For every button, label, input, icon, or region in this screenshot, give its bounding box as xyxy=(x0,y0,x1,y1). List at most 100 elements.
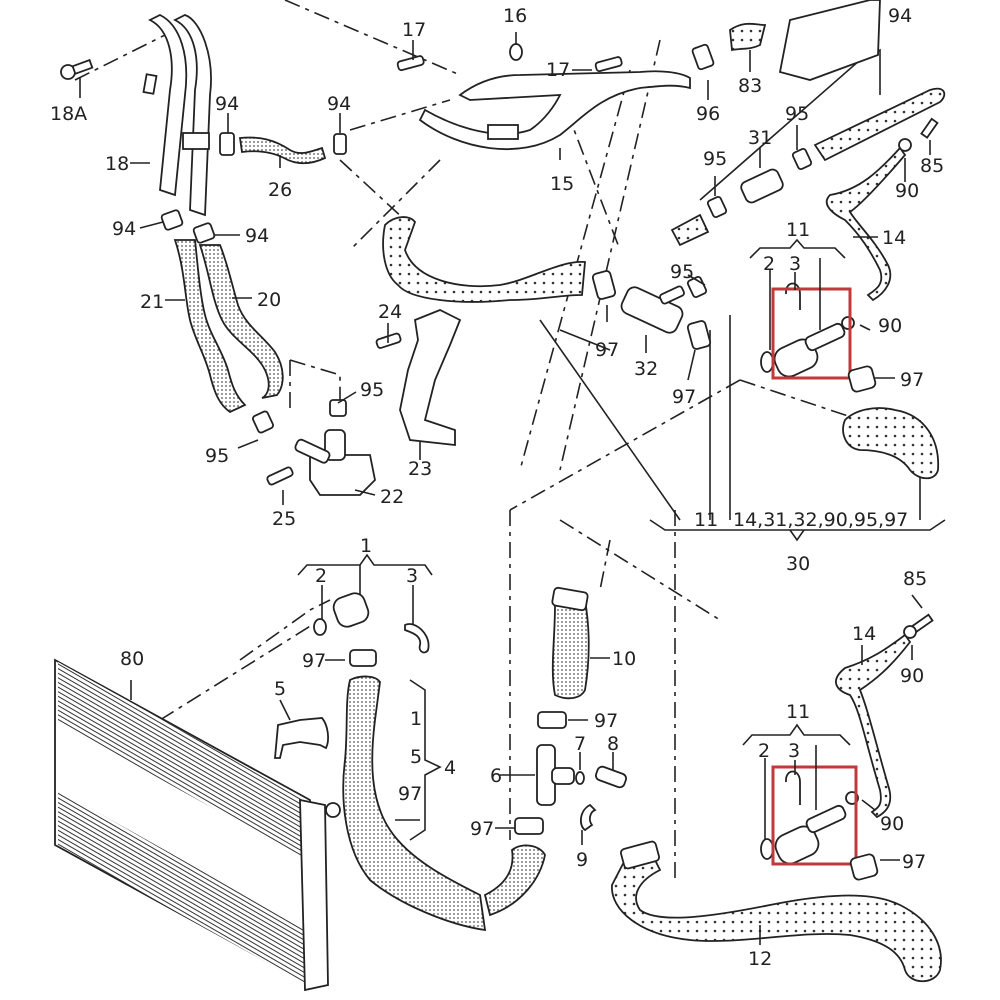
highlight-box-upper xyxy=(771,287,852,380)
callout-11: 11 xyxy=(694,509,718,531)
stub-pipe[interactable] xyxy=(182,132,210,150)
callout-9: 9 xyxy=(576,849,588,871)
callout-leaders xyxy=(79,32,931,945)
pipe-18[interactable] xyxy=(142,13,212,217)
hose-12[interactable] xyxy=(611,840,942,983)
callout-94: 94 xyxy=(245,225,269,247)
callout-97: 97 xyxy=(594,710,618,732)
callout-16: 16 xyxy=(503,5,527,27)
hose-4[interactable] xyxy=(342,675,487,932)
hose-14[interactable] xyxy=(825,146,912,819)
callout-14: 14 xyxy=(852,623,876,645)
t-connector-32[interactable] xyxy=(619,285,685,336)
callout-3: 3 xyxy=(406,565,418,587)
callout-22: 22 xyxy=(380,486,404,508)
callout-12: 12 xyxy=(748,948,772,970)
callout-94: 94 xyxy=(327,93,351,115)
callout-95: 95 xyxy=(360,379,384,401)
callout-2: 2 xyxy=(758,740,770,762)
callout-1: 1 xyxy=(360,535,372,557)
clamp-94-set[interactable] xyxy=(160,132,347,244)
callout-3: 3 xyxy=(788,740,800,762)
callout-3: 3 xyxy=(789,253,801,275)
hose-21[interactable] xyxy=(173,239,247,414)
hose-83[interactable] xyxy=(729,22,767,52)
hose-upper-center[interactable] xyxy=(382,216,586,303)
callout-11: 11 xyxy=(786,701,810,723)
callout-1: 1 xyxy=(410,708,422,730)
callout-4: 4 xyxy=(444,757,456,779)
callout-90: 90 xyxy=(900,665,924,687)
callout-21: 21 xyxy=(140,291,164,313)
callout-95: 95 xyxy=(205,445,229,467)
callout-2: 2 xyxy=(315,565,327,587)
callout-85: 85 xyxy=(903,568,927,590)
callout-25: 25 xyxy=(272,508,296,530)
callout-17: 17 xyxy=(546,59,570,81)
hose-20[interactable] xyxy=(198,244,284,399)
clamp-97-center[interactable] xyxy=(591,270,712,350)
sensor-8[interactable] xyxy=(595,765,628,789)
callout-14: 14 xyxy=(882,227,906,249)
screw-85[interactable] xyxy=(910,117,939,634)
clamp-97-left[interactable] xyxy=(349,649,567,835)
callout-8: 8 xyxy=(607,733,619,755)
callout-7: 7 xyxy=(574,733,586,755)
callout-90: 90 xyxy=(880,813,904,835)
callout-95: 95 xyxy=(703,148,727,170)
callout-17: 17 xyxy=(402,19,426,41)
fitting-96[interactable] xyxy=(691,43,715,71)
clamp-97-right-upper[interactable] xyxy=(847,365,877,393)
hose-lower-center[interactable] xyxy=(483,844,546,917)
bracket-23[interactable] xyxy=(399,309,462,447)
callout-10: 10 xyxy=(612,648,636,670)
valve-31[interactable] xyxy=(739,168,785,205)
callout-97: 97 xyxy=(398,783,422,805)
callout-26: 26 xyxy=(268,179,292,201)
hose-26[interactable] xyxy=(238,136,327,165)
callout-5: 5 xyxy=(274,678,286,700)
callout-11: 11 xyxy=(786,219,810,241)
clamp-97-right-lower[interactable] xyxy=(849,853,879,881)
callout-31: 31 xyxy=(748,127,772,149)
hose-10[interactable] xyxy=(551,586,590,700)
water-pump-22[interactable] xyxy=(294,429,376,496)
callout-18: 18 xyxy=(105,153,129,175)
hose-short-right[interactable] xyxy=(670,213,710,247)
callout-30: 30 xyxy=(786,553,810,575)
callout-94: 94 xyxy=(215,93,239,115)
callout-95: 95 xyxy=(785,103,809,125)
o-ring-7[interactable] xyxy=(575,771,585,785)
hose-right-upper[interactable] xyxy=(842,407,939,480)
bolt-25[interactable] xyxy=(266,466,294,486)
callout-80: 80 xyxy=(120,648,144,670)
pipe-15[interactable] xyxy=(418,70,691,151)
callout-97: 97 xyxy=(470,818,494,840)
o-ring-16[interactable] xyxy=(509,43,523,61)
callout-labels: 18A 18 94 94 26 94 94 17 16 17 15 96 83 … xyxy=(50,5,944,970)
connector-11-lower[interactable] xyxy=(760,770,847,868)
callout-90: 90 xyxy=(878,315,902,337)
highlight-box-lower xyxy=(771,765,858,866)
bolt-17[interactable] xyxy=(396,55,623,73)
callout-30-contents: 14,31,32,90,95,97 xyxy=(733,509,908,531)
callout-6: 6 xyxy=(490,765,502,787)
callout-95: 95 xyxy=(670,261,694,283)
t-piece-6[interactable] xyxy=(536,744,575,806)
oil-cooler[interactable] xyxy=(778,0,881,81)
connector-11-upper[interactable] xyxy=(760,282,846,381)
callout-96: 96 xyxy=(696,103,720,125)
callout-18a: 18A xyxy=(50,103,87,125)
callout-97: 97 xyxy=(672,386,696,408)
callout-83: 83 xyxy=(738,75,762,97)
hose-long-upper-right[interactable] xyxy=(813,87,946,162)
bolt-18a[interactable] xyxy=(60,58,94,80)
clip-5[interactable] xyxy=(274,717,329,759)
filler-fitting-1[interactable] xyxy=(313,590,430,654)
callout-23: 23 xyxy=(408,458,432,480)
callout-97: 97 xyxy=(900,369,924,391)
clip-9[interactable] xyxy=(579,803,597,832)
callout-97: 97 xyxy=(902,851,926,873)
radiator-80[interactable] xyxy=(54,658,341,992)
